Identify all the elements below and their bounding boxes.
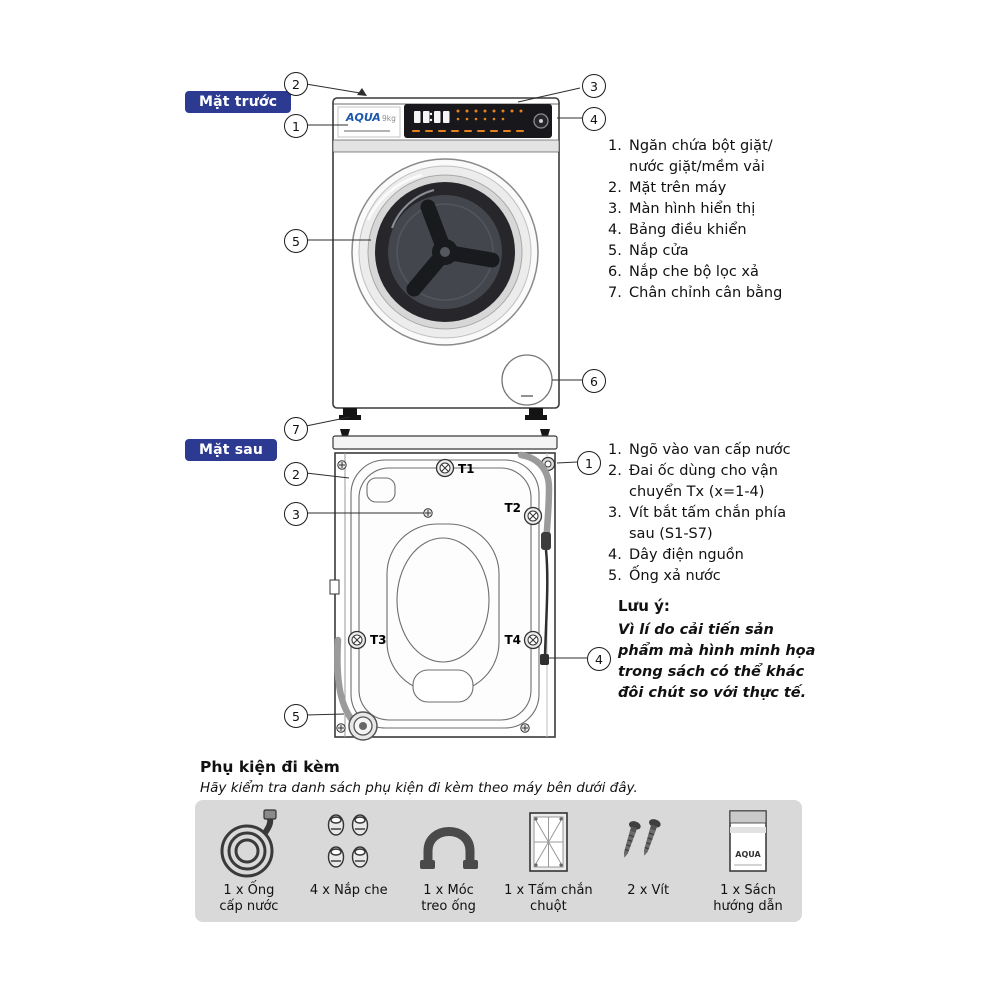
hose-icon: [220, 809, 277, 878]
side-latch: [329, 579, 340, 595]
door: [351, 158, 539, 346]
back-parts-list: 1.Ngõ vào van cấp nước 2.Đai ốc dùng cho…: [608, 440, 793, 587]
note-block: Lưu ý: Vì lí do cải tiến sản phẩm mà hìn…: [618, 597, 818, 704]
transport-bolt-t1: [435, 458, 455, 478]
bolt-label-t1: T1: [458, 462, 475, 476]
accessory-label: 2 x Vít: [627, 883, 670, 898]
transport-bolts: [347, 458, 543, 650]
hose-coil: [348, 711, 378, 741]
front-callout-7: 7: [284, 417, 308, 441]
accessory-label: 1 x Móc treo ống: [421, 883, 476, 914]
accessory-label: 1 x Ống cấp nước: [219, 883, 279, 914]
panel-screws: [336, 460, 530, 733]
bolt-label-t2: T2: [504, 501, 521, 515]
list-item: 1.Ngăn chứa bột giặt/ nước giặt/mềm vải: [608, 138, 773, 175]
display-digits: [414, 111, 450, 123]
back-plate: [350, 459, 540, 729]
front-callout-3: 3: [582, 74, 606, 98]
note-text: Vì lí do cải tiến sản phẩm mà hình minh …: [618, 622, 816, 701]
top-panel: [332, 435, 558, 450]
front-callout-2: 2: [284, 72, 308, 96]
capacity-label: 9kg: [382, 114, 396, 123]
list-item: 4.Dây điện nguồn: [608, 547, 744, 563]
accessory-hose-hook: 1 x Móc treo ống: [399, 806, 499, 916]
accessory-manual: AQUA 1 x Sách hướng dẫn: [698, 806, 798, 916]
list-item: 3.Vít bắt tấm chắn phía sau (S1-S7): [608, 505, 787, 542]
list-item: 2.Đai ốc dùng cho vận chuyển Tx (x=1-4): [608, 463, 778, 500]
screws-icon: [624, 819, 661, 858]
book-brand-text: AQUA: [735, 850, 761, 859]
drain-filter-cover: [501, 354, 553, 406]
accessories-subtitle: Hãy kiểm tra danh sách phụ kiện đi kèm t…: [200, 780, 638, 796]
accessories-box: 1 x Ống cấp nước 4 x Nắp che: [195, 800, 802, 922]
front-callout-5: 5: [284, 229, 308, 253]
back-callout-5: 5: [284, 704, 308, 728]
front-callout-6: 6: [582, 369, 606, 393]
back-callout-4: 4: [587, 647, 611, 671]
accessory-rat-guard: 1 x Tấm chắn chuột: [498, 806, 598, 916]
list-item: 5.Nắp cửa: [608, 243, 689, 259]
accessory-label: 1 x Tấm chắn chuột: [504, 883, 593, 914]
list-item: 7.Chân chỉnh cân bằng: [608, 285, 783, 301]
leveling-feet: [339, 408, 547, 420]
accessory-label: 4 x Nắp che: [309, 883, 388, 898]
power-cord: [517, 451, 553, 665]
transport-bolt-t3: [347, 630, 367, 650]
back-section-badge: Mặt sau: [185, 439, 278, 461]
drain-hose: [334, 636, 378, 741]
list-item: 6.Nắp che bộ lọc xả: [608, 264, 759, 280]
list-item: 4.Bảng điều khiển: [608, 222, 747, 238]
caps-icon: [327, 814, 368, 868]
display-icons-row: [412, 109, 524, 132]
accessory-screws: 2 x Vít: [598, 806, 698, 916]
transport-bolt-t2: [523, 506, 543, 526]
accessory-inlet-hose: 1 x Ống cấp nước: [199, 806, 299, 916]
list-item: 5.Ống xả nước: [608, 568, 721, 584]
bolt-label-t3: T3: [370, 633, 387, 647]
brand-logo: AQUA: [345, 111, 381, 124]
hook-icon: [419, 827, 478, 869]
bolt-label-t4: T4: [504, 633, 521, 647]
back-view-illustration: T1 T2 T3 T4: [329, 429, 558, 741]
front-section-badge: Mặt trước: [185, 91, 292, 113]
note-title: Lưu ý:: [618, 597, 670, 615]
book-icon: AQUA: [729, 810, 767, 872]
accessory-caps: 4 x Nắp che: [299, 806, 399, 916]
front-callout-4: 4: [582, 107, 606, 131]
back-callout-1: 1: [577, 451, 601, 475]
accessory-label: 1 x Sách hướng dẫn: [713, 883, 783, 914]
control-panel: [404, 104, 552, 138]
accessories-title: Phụ kiện đi kèm: [200, 758, 340, 776]
back-callout-2: 2: [284, 462, 308, 486]
display-panel: [404, 104, 552, 138]
front-callout-1: 1: [284, 114, 308, 138]
list-item: 2.Mặt trên máy: [608, 180, 727, 196]
list-item: 1.Ngõ vào van cấp nước: [608, 442, 791, 458]
back-callout-3: 3: [284, 502, 308, 526]
front-view-illustration: AQUA 9kg: [332, 97, 560, 420]
plate-icon: [529, 812, 569, 872]
list-item: 3.Màn hình hiển thị: [608, 201, 756, 217]
front-parts-list: 1.Ngăn chứa bột giặt/ nước giặt/mềm vải …: [608, 136, 783, 304]
transport-bolt-t4: [523, 630, 543, 650]
detergent-drawer: [337, 106, 401, 138]
